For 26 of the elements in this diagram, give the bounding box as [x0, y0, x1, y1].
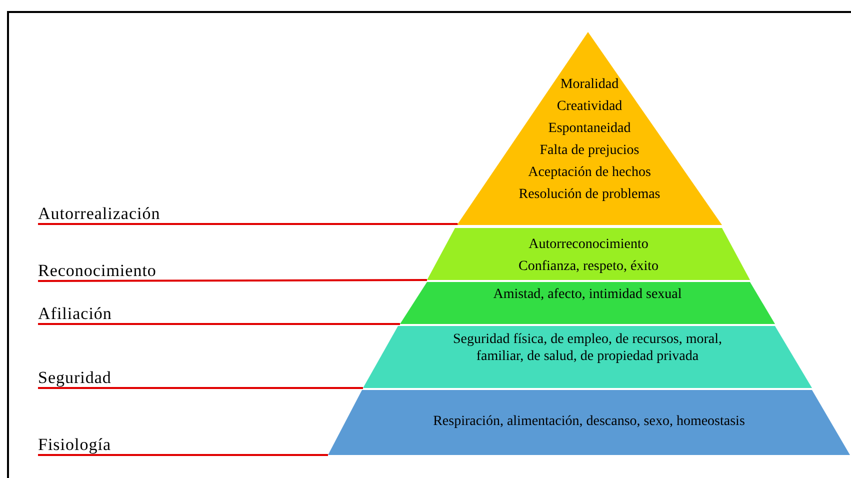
need-text: Autorreconocimiento	[528, 236, 650, 254]
need-text: Resolución de problemas	[518, 186, 662, 204]
need-text: Aceptación de hechos	[527, 164, 652, 182]
need-text: Respiración, alimentación, descanso, sexo, homeostasis	[432, 413, 746, 430]
pyramid-level	[457, 32, 722, 225]
leader-line	[38, 454, 328, 456]
level-label: Afiliación	[38, 304, 112, 324]
pyramid-level	[363, 326, 812, 388]
level-label: Seguridad	[38, 368, 112, 388]
leader-line	[38, 387, 363, 389]
need-text: Amistad, afecto, intimidad sexual	[492, 286, 683, 303]
level-label: Fisiología	[38, 435, 112, 455]
need-text: Moralidad	[559, 76, 620, 94]
pyramid-level	[328, 390, 850, 455]
level-label: Reconocimiento	[38, 261, 156, 281]
need-text: Falta de prejucios	[538, 142, 640, 160]
leader-line	[38, 223, 458, 225]
need-text: Espontaneidad	[547, 120, 632, 138]
need-text: Seguridad física, de empleo, de recursos, moral, familiar, de salud, de propiedad privada	[452, 331, 724, 365]
need-text: Confianza, respeto, éxito	[518, 258, 660, 276]
pyramid-level	[427, 228, 750, 280]
leader-line	[38, 323, 400, 325]
pyramid-level	[400, 282, 775, 324]
need-text: Creatividad	[556, 98, 624, 116]
level-label: Autorrealización	[38, 204, 160, 224]
leader-line	[38, 279, 427, 282]
